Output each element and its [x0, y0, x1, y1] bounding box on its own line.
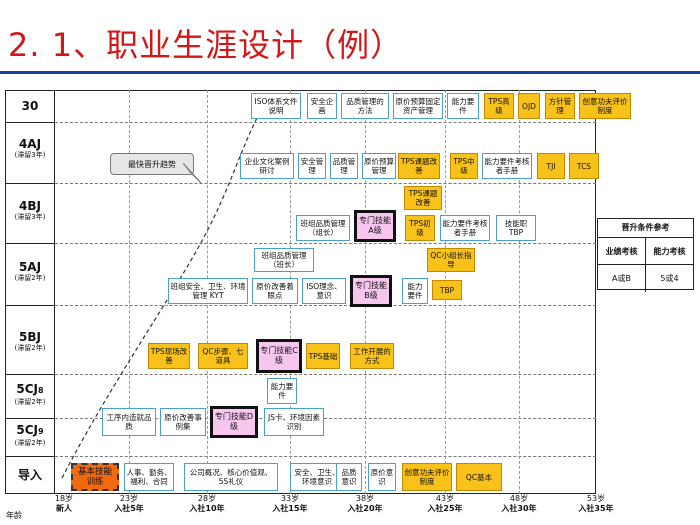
course-box-highlight: TPS课题改善 [404, 186, 442, 210]
fastest-promotion-callout: 最快晋升趋势 [110, 153, 194, 175]
row-label-5cj9: 5CJ9(滞留2年) [14, 423, 46, 447]
course-box: ISO体系文件说明 [251, 93, 301, 119]
title-rule [0, 71, 700, 74]
course-box-highlight: QC小组长指导 [427, 248, 475, 272]
course-box-highlight: TJI [537, 153, 565, 179]
course-box: 能力要件 [447, 93, 479, 119]
reference-title: 晋升条件参考 [598, 219, 693, 238]
row-label-intro: 导入 [17, 468, 42, 482]
course-box: 能力要件考核者手册 [440, 215, 490, 241]
reference-header-cell: 业绩考核 [605, 246, 638, 256]
course-box-highlight: TBP [432, 280, 462, 300]
course-box-highlight: TPS初级 [405, 215, 435, 241]
row-gridline [55, 243, 596, 244]
chart-frame [5, 90, 596, 494]
x-tick: 23岁入社5年 [114, 494, 144, 513]
row-divider [5, 305, 54, 306]
course-box: 班组品质管理（组长） [296, 215, 350, 241]
label-column-divider [54, 90, 55, 494]
row-divider [5, 183, 54, 184]
course-box-highlight: TPS高级 [484, 93, 514, 119]
skill-level-a-box: 专门技能A级 [354, 210, 396, 242]
row-label-5aj: 5AJ(滞留2年) [14, 260, 46, 282]
row-label-5bj: 5BJ(滞留2年) [14, 330, 46, 352]
row-label-30: 30 [21, 99, 39, 113]
row-divider [5, 374, 54, 375]
reference-value-cell: 5或4 [645, 265, 693, 292]
course-box-highlight: TPS课题改善 [398, 153, 440, 179]
course-box: 人事、勤务、福利、合同 [124, 463, 174, 491]
course-box: 技能职TBP [496, 215, 536, 241]
row-gridline [55, 122, 596, 123]
course-box-highlight: 工作开展的方式 [350, 343, 394, 369]
skill-level-b-box: 专门技能B级 [350, 275, 392, 307]
course-box: 安全企画 [307, 93, 337, 119]
page-title: 2. 1、职业生涯设计（例） [8, 26, 404, 64]
course-box-highlight: TCS [569, 153, 599, 179]
promotion-reference-table: 晋升条件参考 业绩考核 能力考核 A或B 5或4 [597, 218, 694, 292]
x-tick: 43岁入社25年 [427, 494, 463, 513]
course-box: 班组安全、卫生、环境管理 KYT [168, 278, 248, 304]
row-divider [5, 243, 54, 244]
course-box: 品质管理 [330, 153, 358, 179]
course-box-highlight: QC步骤、七道具 [198, 343, 248, 369]
course-box: 能力要件 [267, 378, 297, 404]
course-box: JS卡、环境因素识别 [264, 408, 324, 436]
x-tick: 38岁入社20年 [347, 494, 383, 513]
course-box: 能力要件 [402, 278, 428, 304]
course-box: 原价改善着眼点 [252, 278, 298, 304]
age-gridline [519, 90, 520, 494]
course-box: 企业文化案例研讨 [240, 153, 294, 179]
row-gridline [55, 374, 596, 375]
course-box-highlight: TPS中级 [450, 153, 478, 179]
reference-header-row: 业绩考核 能力考核 [598, 238, 693, 265]
reference-value-cell: A或B [612, 274, 631, 283]
age-gridline [129, 90, 130, 494]
row-gridline [55, 418, 596, 419]
course-box-highlight: QC基本 [456, 463, 502, 491]
course-box-highlight: OJD [518, 93, 540, 119]
reference-header-cell: 能力考核 [645, 238, 693, 264]
x-tick: 53岁入社35年 [578, 494, 614, 513]
course-box: 原价改善事例集 [160, 408, 206, 436]
x-tick: 48岁入社30年 [501, 494, 537, 513]
course-box: ISO理念、意识 [302, 278, 346, 304]
x-tick: 33岁入社15年 [272, 494, 308, 513]
row-label-4aj: 4AJ(滞留3年) [14, 137, 46, 159]
course-box-highlight: 创意功夫评价制度 [402, 463, 452, 491]
course-box: 品质意识 [336, 463, 362, 491]
course-box-highlight: 创意功夫评价制度 [579, 93, 631, 119]
row-divider [5, 418, 54, 419]
course-box-highlight: TPS现场改善 [148, 343, 190, 369]
row-gridline [55, 456, 596, 457]
course-box: 班组品质管理（班长） [254, 248, 314, 272]
course-box: 安全管理 [298, 153, 326, 179]
title-bar: 2. 1、职业生涯设计（例） [0, 0, 700, 74]
course-box-highlight: TPS基础 [306, 343, 340, 369]
course-box: 工序内造就品质 [102, 408, 156, 436]
row-label-5cj8: 5CJ8(滞留2年) [14, 382, 46, 406]
course-box: 原价预算管理 [362, 153, 396, 179]
x-axis-name: 年龄 [6, 511, 22, 520]
course-box-highlight: 方针管理 [545, 93, 575, 119]
basic-training-box: 基本技能训练 [71, 463, 119, 491]
course-box: 品质管理的方法 [341, 93, 389, 119]
x-tick: 18岁新人 [54, 494, 74, 513]
course-box: 公司概况、核心价值观、5S礼仪 [184, 463, 278, 491]
callout-arrow-icon [183, 163, 202, 184]
course-box: 原价意识 [368, 463, 396, 491]
course-box: 能力要件考核者手册 [482, 153, 532, 179]
course-box: 原价预算固定资产管理 [393, 93, 443, 119]
skill-level-c-box: 专门技能C级 [256, 339, 302, 373]
reference-value-row: A或B 5或4 [598, 265, 693, 292]
course-box: 安全、卫生、环境意识 [290, 463, 344, 491]
row-gridline [55, 183, 596, 184]
x-tick: 28岁入社10年 [189, 494, 225, 513]
row-divider [5, 456, 54, 457]
skill-level-d-box: 专门技能D级 [210, 406, 258, 438]
row-label-4bj: 4BJ(滞留3年) [14, 199, 46, 221]
row-divider [5, 122, 54, 123]
row-gridline [55, 305, 596, 306]
